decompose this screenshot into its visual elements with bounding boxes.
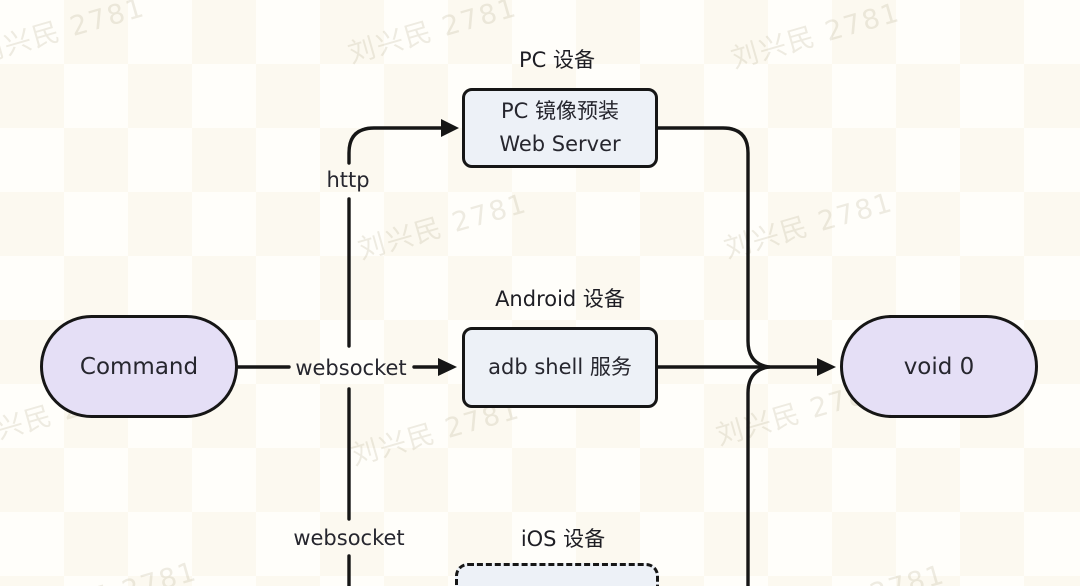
node-void0-label: void 0 bbox=[903, 353, 975, 380]
edge-label-websocket-bottom: websocket bbox=[293, 526, 405, 550]
arrowhead-adb bbox=[438, 358, 457, 376]
edge-pc-to-void bbox=[655, 126, 771, 369]
label-pc-device: PC 设备 bbox=[518, 48, 596, 72]
label-ios-device: iOS 设备 bbox=[520, 527, 606, 551]
node-void0: void 0 bbox=[840, 315, 1038, 418]
arrowhead-pc bbox=[441, 119, 459, 137]
arrowhead-void bbox=[817, 358, 836, 376]
node-ios-box bbox=[455, 563, 659, 586]
node-adb-shell: adb shell 服务 bbox=[462, 327, 658, 408]
node-adb-shell-label: adb shell 服务 bbox=[488, 355, 632, 379]
edge-trunk-top-curve bbox=[347, 126, 443, 165]
node-pc-web-server-line2: Web Server bbox=[499, 132, 621, 156]
node-command-label: Command bbox=[79, 353, 199, 380]
label-android-device: Android 设备 bbox=[495, 287, 625, 311]
edge-ios-to-void bbox=[746, 365, 771, 586]
edge-label-http: http bbox=[326, 168, 370, 192]
node-pc-web-server: PC 镜像预装 Web Server bbox=[462, 88, 658, 168]
node-command: Command bbox=[40, 315, 238, 418]
node-pc-web-server-line1: PC 镜像预装 bbox=[500, 99, 619, 123]
edge-label-websocket-mid: websocket bbox=[295, 356, 407, 380]
